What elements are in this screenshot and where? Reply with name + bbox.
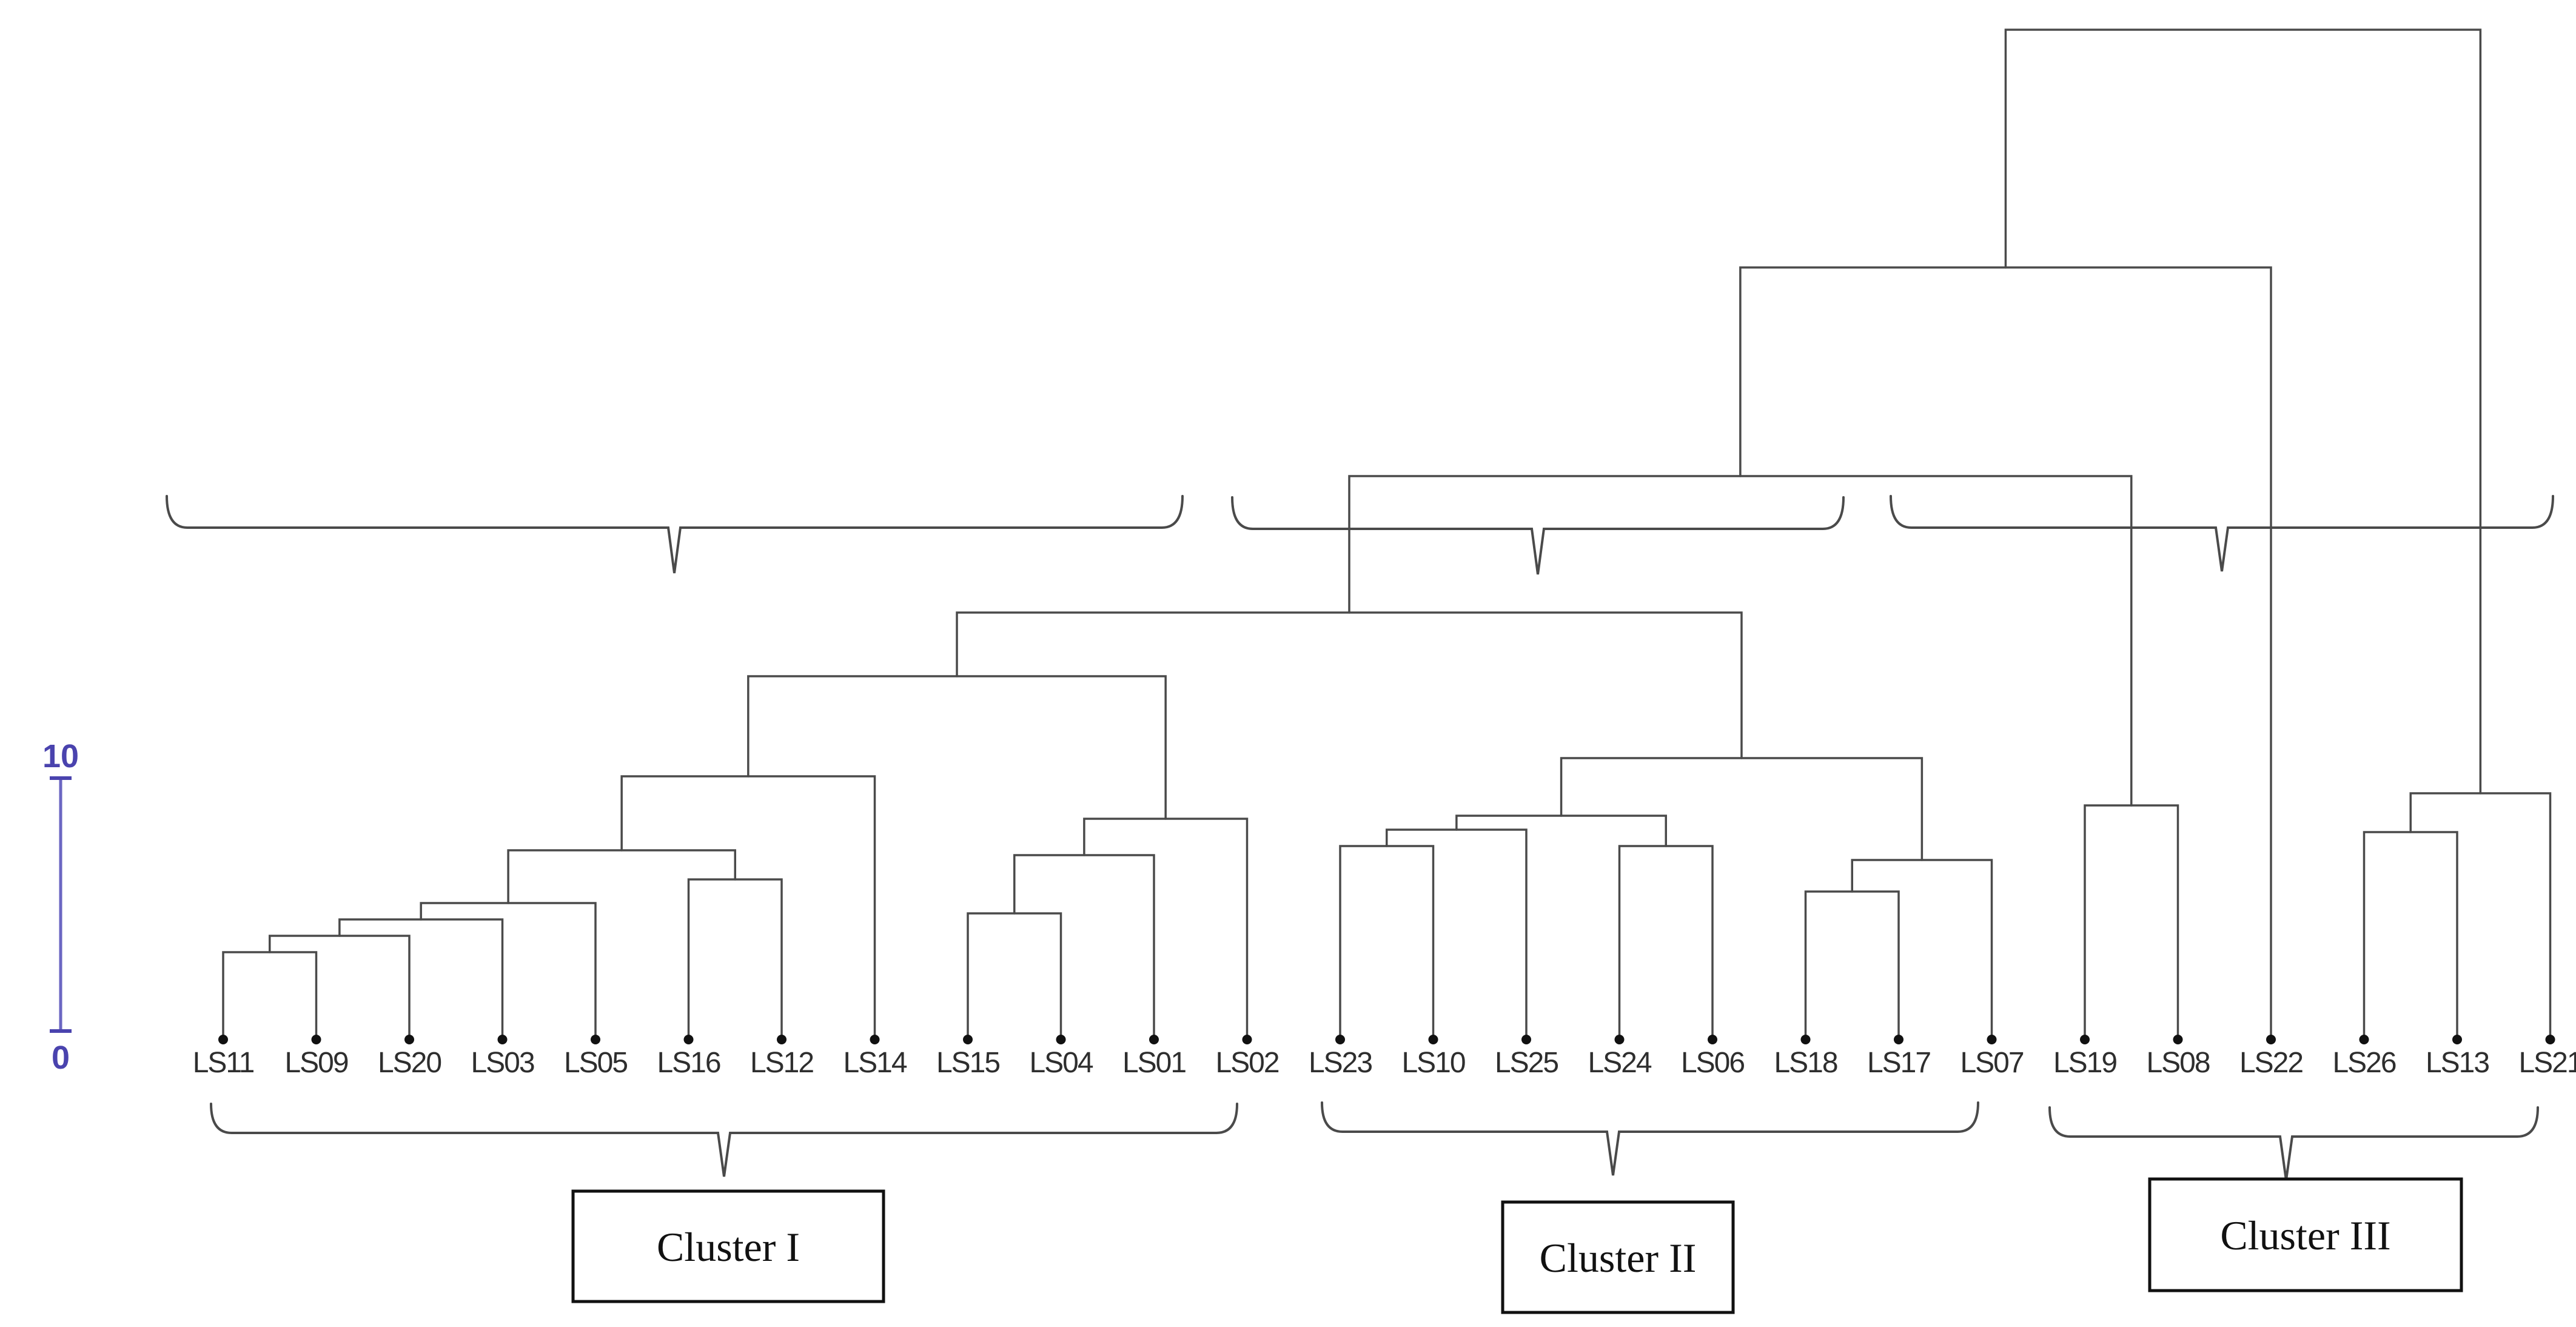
leaf-dot (2545, 1035, 2555, 1044)
tree-links (222, 29, 2552, 1041)
leaf-dot (870, 1035, 880, 1044)
leaf-label: LS06 (1681, 1047, 1744, 1079)
dendrogram-link-n8 (967, 912, 1062, 1041)
dendrogram-link-n4 (420, 902, 597, 1041)
leaf-label: LS01 (1122, 1047, 1186, 1079)
leaf-label: LS13 (2426, 1047, 2489, 1079)
leaf-label: LS09 (284, 1047, 347, 1079)
dendrogram-link-n1 (222, 951, 318, 1041)
leaf-label: LS19 (2053, 1047, 2116, 1079)
leaf-dot (1708, 1035, 1717, 1044)
cluster-box-label: Cluster III (2220, 1212, 2390, 1258)
leaf-label: LS15 (936, 1047, 999, 1079)
leaf-label: LS07 (1960, 1047, 2023, 1079)
dendrogram-link-n15 (1455, 815, 1667, 847)
dendrogram-link-n18 (1560, 757, 1924, 861)
leaf-dot (1521, 1035, 1531, 1044)
leaf-dot (404, 1035, 414, 1044)
leaf-label: LS25 (1495, 1047, 1558, 1079)
dendrogram-link-n19 (956, 611, 1743, 759)
cluster-brace-bottom (210, 1103, 1238, 1177)
leaf-dot (1614, 1035, 1625, 1044)
scale-max-label: 10 (42, 738, 79, 774)
leaf-dot (2173, 1035, 2183, 1044)
leaf-dot (1149, 1035, 1159, 1044)
leaf-dot (1335, 1035, 1345, 1044)
cluster-brace-top (1231, 496, 1845, 575)
leaf-dot (963, 1035, 973, 1044)
dendrogram-link-n9 (1013, 854, 1155, 1041)
dendrogram-link-n24 (2409, 792, 2552, 1041)
leaf-label: LS21 (2518, 1047, 2576, 1079)
cluster-brace-top (1890, 495, 2554, 572)
leaf-label: LS24 (1588, 1047, 1651, 1079)
cluster-brace-bottom (2048, 1106, 2539, 1181)
dendrogram-link-n13 (1386, 828, 1528, 1041)
dendrogram-link-n20 (2084, 804, 2179, 1041)
dendrogram-link-n21 (1348, 475, 2133, 807)
leaf-dots (218, 1035, 2555, 1044)
leaf-dot (2359, 1035, 2369, 1044)
leaf-label: LS20 (378, 1047, 441, 1079)
leaf-dot (1242, 1035, 1252, 1044)
dendrogram-link-n12 (1339, 845, 1435, 1041)
dendrogram-link-n25 (2004, 29, 2482, 795)
cluster-braces (166, 495, 2554, 1181)
dendrogram-link-n14 (1618, 845, 1714, 1041)
dendrogram-link-n11 (747, 675, 1167, 820)
leaf-label: LS04 (1029, 1047, 1093, 1079)
leaf-label: LS22 (2239, 1047, 2303, 1079)
leaf-label: LS14 (843, 1047, 907, 1079)
dendrogram-link-n22 (1739, 266, 2272, 1041)
leaf-dot (1800, 1035, 1811, 1044)
dendrogram-link-n16 (1804, 890, 1900, 1041)
leaf-label: LS18 (1774, 1047, 1837, 1079)
dendrogram-link-n17 (1851, 859, 1993, 1041)
leaf-label: LS03 (471, 1047, 534, 1079)
dendrogram-link-n10 (1083, 818, 1249, 1041)
leaf-dot (683, 1035, 694, 1044)
dendrogram-link-n5 (687, 878, 783, 1041)
leaf-dot (1987, 1035, 1997, 1044)
cluster-box (571, 1189, 885, 1303)
cluster-brace-bottom (1321, 1101, 1979, 1176)
leaf-label: LS12 (750, 1047, 813, 1079)
dendrogram-link-n23 (2363, 831, 2458, 1041)
leaf-dot (2080, 1035, 2090, 1044)
cluster-box (2148, 1177, 2463, 1292)
leaf-dot (2452, 1035, 2462, 1044)
scale-zero-label: 0 (52, 1040, 70, 1076)
leaf-label: LS10 (1401, 1047, 1464, 1079)
leaf-dot (311, 1035, 321, 1044)
dendrogram-link-n6 (507, 849, 736, 904)
leaf-label: LS05 (564, 1047, 627, 1079)
leaf-dot (1428, 1035, 1438, 1044)
leaf-label: LS16 (657, 1047, 720, 1079)
leaf-label: LS11 (193, 1047, 254, 1079)
dendrogram-link-n3 (338, 918, 504, 1041)
cluster-label-boxes: Cluster I Cluster II Cluster III (571, 1177, 2463, 1314)
scale-bar: 10 0 (42, 738, 79, 1076)
leaf-label: LS23 (1309, 1047, 1372, 1079)
cluster-box-label: Cluster II (1540, 1235, 1697, 1281)
leaf-dot (218, 1035, 228, 1044)
cluster-brace-top (166, 495, 1184, 574)
leaf-dot (1894, 1035, 1903, 1044)
leaf-labels: LS11 LS09 LS20 LS03 LS05 LS16 LS12 LS14 LS15 LS04… (193, 1047, 2576, 1079)
leaf-dot (497, 1035, 508, 1044)
cluster-box (1501, 1200, 1735, 1314)
leaf-dot (777, 1035, 787, 1044)
cluster-box-label: Cluster I (657, 1224, 800, 1270)
leaf-label: LS26 (2332, 1047, 2395, 1079)
dendrogram-link-n7 (620, 775, 876, 1041)
leaf-dot (2266, 1035, 2276, 1044)
leaf-dot (591, 1035, 600, 1044)
leaf-label: LS17 (1867, 1047, 1930, 1079)
leaf-dot (1056, 1035, 1066, 1044)
leaf-label: LS08 (2146, 1047, 2209, 1079)
leaf-label: LS02 (1215, 1047, 1278, 1079)
